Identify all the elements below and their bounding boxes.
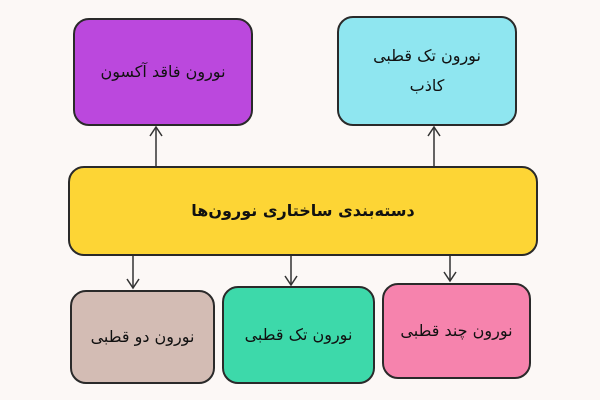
root-label: دسته‌بندی ساختاری نورون‌ها bbox=[191, 200, 415, 220]
arrow-to-anaxonic bbox=[149, 125, 163, 166]
node-root-structural-classification: دسته‌بندی ساختاری نورون‌ها bbox=[68, 166, 538, 256]
node-multipolar-neuron: نورون چند قطبی bbox=[382, 283, 531, 379]
node-label: نورون دو قطبی bbox=[90, 326, 195, 346]
node-unipolar-neuron: نورون تک قطبی bbox=[222, 286, 375, 384]
node-label: نورون تک قطبی کاذب bbox=[373, 45, 481, 95]
node-label: نورون فاقد آکسون bbox=[100, 61, 226, 81]
arrow-to-unipolar bbox=[284, 256, 298, 287]
node-bipolar-neuron: نورون دو قطبی bbox=[70, 290, 215, 384]
node-label: نورون تک قطبی bbox=[244, 324, 353, 344]
node-pseudounipolar-neuron: نورون تک قطبی کاذب bbox=[337, 16, 517, 126]
arrow-to-bipolar bbox=[126, 256, 140, 290]
arrow-to-pseudounipolar bbox=[427, 125, 441, 166]
node-label: نورون چند قطبی bbox=[400, 320, 513, 340]
node-anaxonic-neuron: نورون فاقد آکسون bbox=[73, 18, 253, 126]
arrow-to-multipolar bbox=[443, 256, 457, 283]
